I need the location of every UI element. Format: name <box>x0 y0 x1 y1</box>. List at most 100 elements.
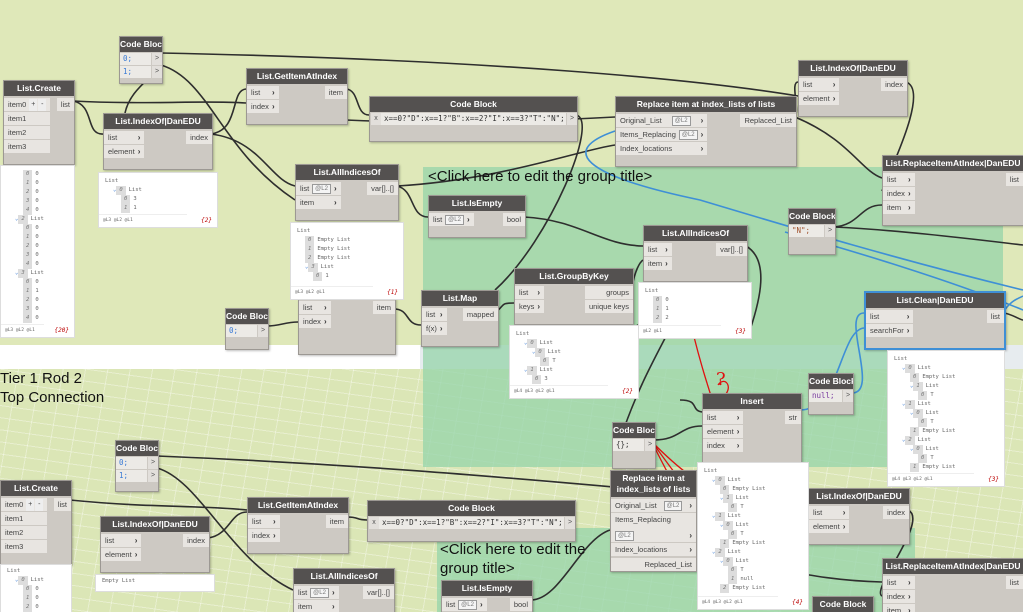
node-title[interactable]: Code Block <box>809 374 853 389</box>
node-cbN[interactable]: Code Block"N";> <box>788 208 836 255</box>
input-port-x[interactable]: x <box>371 113 381 125</box>
node-getitem3[interactable]: list›index›item <box>298 298 396 355</box>
output-port[interactable]: > <box>565 517 575 529</box>
input-port-element[interactable]: element› <box>799 92 840 105</box>
expand-arrow-icon[interactable]: ⌄ <box>720 522 724 528</box>
list-level-selector[interactable]: @L2 <box>310 587 329 598</box>
remove-input-button[interactable]: - <box>35 498 44 511</box>
input-port-x[interactable]: x <box>369 517 379 529</box>
list-level-selector[interactable]: @L2 <box>678 129 698 140</box>
output-port[interactable]: > <box>258 325 268 337</box>
expand-arrow-icon[interactable]: ⌄ <box>15 270 19 276</box>
add-input-button[interactable]: + <box>26 498 35 511</box>
code-text[interactable]: 0; <box>120 53 151 65</box>
input-port-item[interactable]: item› <box>644 257 672 270</box>
node-title[interactable]: List.GetItemAtIndex <box>247 69 347 84</box>
code-text[interactable]: {}; <box>613 439 644 451</box>
output-port-replaced-list[interactable]: Replaced_List <box>611 558 696 571</box>
output-port-groups[interactable]: groups <box>584 286 633 299</box>
node-title[interactable]: Code Block <box>613 423 655 438</box>
expand-arrow-icon[interactable]: ⌄ <box>910 383 914 389</box>
input-port-list[interactable]: list› <box>644 243 672 256</box>
node-title[interactable]: List.AllIndicesOf <box>644 226 747 241</box>
code-text[interactable]: 1; <box>120 66 151 78</box>
node-title[interactable]: Replace item at index_lists of lists <box>611 471 696 497</box>
code-text[interactable]: 0; <box>226 325 257 337</box>
node-title[interactable]: Insert <box>703 394 801 409</box>
output-port-bool[interactable]: bool <box>509 598 532 611</box>
input-port-item0[interactable]: item0+- <box>1 498 48 511</box>
output-port[interactable]: > <box>152 66 162 78</box>
node-title[interactable]: List.Map <box>422 291 498 306</box>
input-port-list[interactable]: list› <box>101 534 142 547</box>
node-title[interactable]: List.Clean|DanEDU <box>866 293 1004 308</box>
input-port-item1[interactable]: item1 <box>4 112 51 125</box>
expand-arrow-icon[interactable]: ⌄ <box>532 349 536 355</box>
input-port-item2[interactable]: item2 <box>4 126 51 139</box>
node-title[interactable]: List.ReplaceItemAtIndex|DanEDU <box>883 156 1023 171</box>
expand-arrow-icon[interactable]: ⌄ <box>524 340 528 346</box>
code-text[interactable]: "N"; <box>789 225 824 237</box>
list-level-selector[interactable]: @L2 <box>458 599 477 610</box>
input-port-item[interactable]: item› <box>883 604 915 612</box>
input-port-list[interactable]: list@L2› <box>296 182 341 195</box>
input-port-list[interactable]: list› <box>799 78 840 91</box>
output-port-list[interactable]: list <box>56 98 74 111</box>
node-title[interactable]: List.AllIndicesOf <box>294 569 394 584</box>
node-cbbottom[interactable]: Code Block <box>812 596 874 612</box>
output-port-var-[interactable]: var[]..[] <box>367 182 398 195</box>
input-port-item1[interactable]: item1 <box>1 512 48 525</box>
input-port-list[interactable]: list› <box>515 286 545 299</box>
input-port-index[interactable]: index› <box>299 315 331 328</box>
input-port-list[interactable]: list› <box>247 86 279 99</box>
node-title[interactable]: Code Block <box>226 309 268 324</box>
input-port-items-replacing[interactable]: Items_Replacing@L2› <box>616 128 708 141</box>
input-port-items-replacing[interactable]: Items_Replacing@L2› <box>611 513 696 542</box>
output-port-item[interactable]: item <box>324 86 347 99</box>
output-port-var-[interactable]: var[]..[] <box>363 586 394 599</box>
input-port-item0[interactable]: item0+- <box>4 98 51 111</box>
input-port-item2[interactable]: item2 <box>1 526 48 539</box>
input-port-list[interactable]: list› <box>883 576 915 589</box>
input-port-index-locations[interactable]: Index_locations› <box>611 543 696 556</box>
code-text[interactable]: 1; <box>116 470 147 482</box>
input-port-list[interactable]: list› <box>248 515 280 528</box>
expand-arrow-icon[interactable]: ⌄ <box>712 477 716 483</box>
output-port-item[interactable]: item <box>372 301 395 314</box>
preview-indexof3[interactable]: Empty List <box>95 574 215 592</box>
node-title[interactable]: List.GroupByKey <box>515 269 633 284</box>
input-port-list[interactable]: list› <box>104 131 145 144</box>
expand-arrow-icon[interactable]: ⌄ <box>712 513 716 519</box>
output-port[interactable]: > <box>567 113 577 125</box>
input-port-element[interactable]: element› <box>703 425 744 438</box>
input-port-element[interactable]: element› <box>809 520 850 533</box>
output-port-replaced-list[interactable]: Replaced_List <box>740 114 796 127</box>
node-title[interactable]: Code Block <box>813 597 873 612</box>
expand-arrow-icon[interactable]: ⌄ <box>720 558 724 564</box>
list-level-selector[interactable]: @L2 <box>663 500 683 511</box>
expand-arrow-icon[interactable]: ⌄ <box>15 577 19 583</box>
expand-arrow-icon[interactable]: ⌄ <box>902 437 906 443</box>
input-port-searchfor[interactable]: searchFor› <box>866 324 914 337</box>
node-title[interactable]: List.IsEmpty <box>429 196 525 211</box>
list-level-selector[interactable]: @L2 <box>445 214 464 225</box>
output-port[interactable]: > <box>645 439 655 451</box>
